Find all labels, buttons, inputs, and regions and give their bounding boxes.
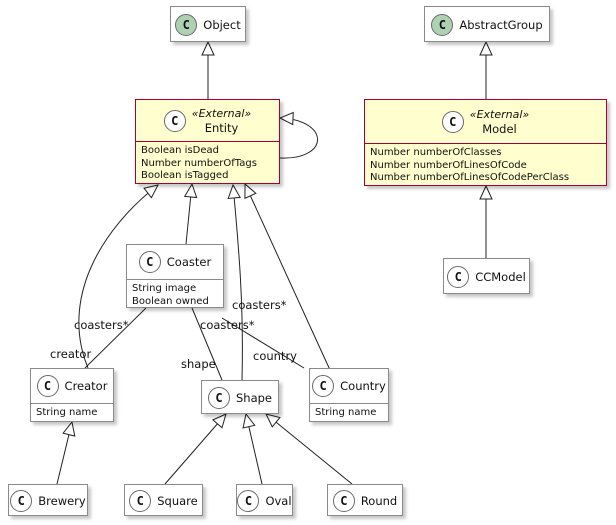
class-object[interactable]: C Object: [170, 6, 246, 42]
class-ccmodel[interactable]: C CCModel: [443, 258, 530, 294]
class-creator[interactable]: C Creator String name: [30, 368, 114, 422]
class-spot-icon: C: [36, 375, 59, 397]
attribute: String name: [315, 407, 377, 418]
class-country[interactable]: C Country String name: [309, 368, 389, 422]
class-spot-icon: C: [312, 375, 335, 397]
inherit-creator-entity: [78, 184, 159, 369]
class-round[interactable]: C Round: [327, 484, 403, 516]
class-name: Creator: [64, 379, 108, 393]
label-coasters-shape: coasters*: [200, 318, 255, 332]
label-shape-role: shape: [181, 357, 216, 371]
attribute: Boolean isDead: [141, 145, 219, 156]
attribute: Number numberOfTags: [141, 157, 257, 169]
attribute: Number numberOfClasses: [370, 147, 502, 158]
assoc-coaster-creator: [84, 307, 147, 369]
class-name: Brewery: [38, 494, 86, 508]
class-brewery[interactable]: C Brewery: [8, 484, 88, 516]
class-spot-icon: C: [237, 490, 260, 512]
label-coasters-creator: coasters*: [74, 318, 129, 332]
class-name: Square: [157, 494, 198, 508]
class-spot-icon: C: [447, 266, 470, 288]
class-spot-icon: C: [129, 490, 152, 512]
class-square[interactable]: C Square: [124, 484, 203, 516]
attribute-list: Boolean isDead Number numberOfTags Boole…: [136, 141, 279, 186]
attribute: String name: [36, 407, 98, 418]
class-shape[interactable]: C Shape: [201, 380, 279, 414]
class-name: CCModel: [475, 270, 526, 284]
inherit-brewery-creator: [56, 420, 76, 485]
attribute: String image: [132, 283, 197, 294]
attribute-list: String image Boolean owned: [127, 279, 223, 311]
class-spot-icon: C: [208, 387, 230, 409]
class-spot-icon: C: [10, 490, 33, 512]
class-name: Oval: [265, 494, 292, 508]
class-name: Object: [203, 18, 241, 32]
class-name: Country: [340, 379, 386, 393]
assoc-coaster-shape: [191, 307, 223, 381]
inherit-round-shape: [265, 413, 353, 485]
label-coasters-country: coasters*: [232, 298, 287, 312]
inherit-shape-entity: [227, 183, 243, 381]
class-name: Shape: [236, 391, 273, 405]
class-name: Coaster: [166, 255, 212, 269]
attribute: Boolean owned: [132, 295, 209, 307]
assoc-coaster-country: [221, 317, 305, 369]
class-name: Entity: [204, 120, 239, 135]
stereotype-label: «External»: [191, 106, 252, 120]
class-name: AbstractGroup: [459, 18, 543, 32]
class-entity[interactable]: C «External» Entity Boolean isDead Numbe…: [135, 99, 280, 184]
class-abstract-group[interactable]: C AbstractGroup: [424, 6, 550, 42]
class-coaster[interactable]: C Coaster String image Boolean owned: [126, 244, 224, 308]
inherit-country-entity: [244, 182, 331, 371]
attribute-list: Number numberOfClasses Number numberOfLi…: [365, 143, 606, 188]
class-name: Model: [482, 121, 517, 136]
label-creator-role: creator: [50, 347, 92, 361]
stereotype-label: «External»: [469, 107, 530, 121]
class-spot-icon: C: [163, 109, 186, 132]
class-spot-icon: C: [138, 251, 161, 273]
class-spot-icon: C: [175, 14, 198, 36]
class-name: Round: [360, 494, 398, 508]
attribute-list: String name: [31, 403, 113, 423]
label-country-role: country: [253, 349, 297, 363]
entity-self-association: [278, 111, 318, 159]
inherit-square-shape: [164, 413, 227, 485]
class-spot-icon: C: [441, 110, 464, 133]
attribute: Boolean isTagged: [141, 170, 229, 181]
attribute-list: String name: [310, 403, 388, 423]
attribute: Number numberOfLinesOfCode: [370, 159, 527, 171]
class-oval[interactable]: C Oval: [236, 484, 293, 516]
class-spot-icon: C: [332, 490, 355, 512]
class-spot-icon: C: [431, 14, 454, 36]
attribute: Number numberOfLinesOfCodePerClass: [370, 172, 570, 183]
inherit-oval-shape: [242, 412, 263, 485]
inherit-coaster-entity: [183, 182, 198, 245]
class-model[interactable]: C «External» Model Number numberOfClasse…: [364, 99, 607, 186]
